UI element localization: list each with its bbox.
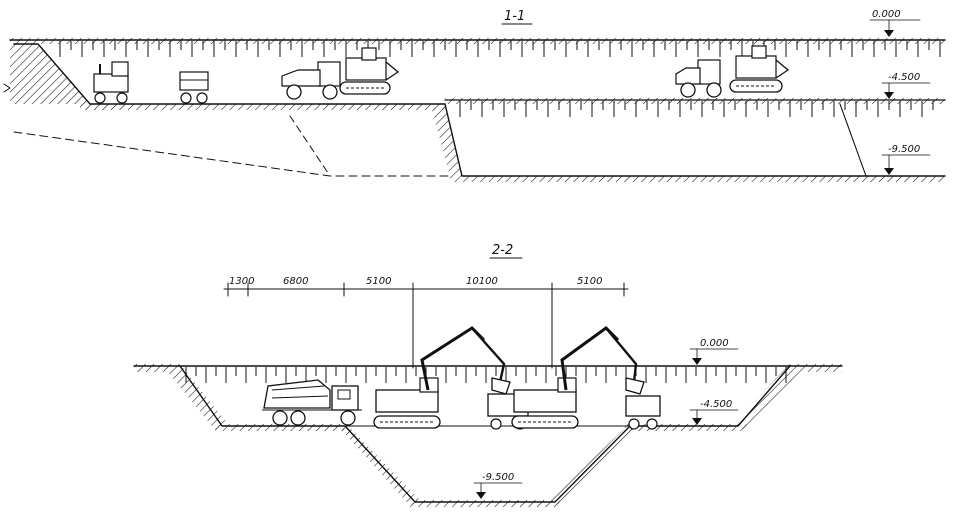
bench-1-hatch: [80, 104, 445, 110]
future-profile-dashed: [13, 131, 451, 177]
elevation-marker-icon: [692, 358, 702, 365]
left-upper-slope-hatch: [134, 364, 228, 430]
dim-6800: 6800: [283, 276, 308, 287]
upper-floor-ticks: [459, 101, 934, 117]
elevation-minus-9-500: -9.500: [881, 144, 931, 175]
upper-floor-hatch: [445, 98, 945, 104]
crawler-loader-icon: [625, 395, 661, 430]
elevation-0-000-s2: 0.000: [689, 338, 739, 365]
excavator-icon: [93, 61, 129, 104]
dump-truck-icon: [675, 59, 722, 98]
dim-5100-b: 5100: [577, 276, 602, 287]
elevation-minus-4-500-s2: -4.500: [689, 399, 739, 425]
crawler-loader-icon: [179, 71, 209, 104]
dim-5100-a: 5100: [366, 276, 391, 287]
bottom-floor-hatch: [450, 176, 945, 182]
section-2-title: 2-2: [492, 243, 513, 258]
elevation-minus-4-500: -4.500: [881, 72, 931, 99]
svg-text:-4.500: -4.500: [700, 399, 732, 410]
section-1-1: 1-1 0.000 -4.500: [3, 9, 946, 182]
left-slope-hatch: [10, 44, 90, 104]
excavation-profile-2: [444, 103, 946, 177]
dim-1300: 1300: [229, 276, 254, 287]
dump-truck-icon: [281, 61, 341, 100]
dashed-slope: [289, 115, 331, 177]
right-bench-hatch: [625, 424, 747, 431]
elevation-marker-icon: [692, 418, 702, 425]
elevation-marker-icon: [884, 30, 894, 37]
section-2-2: 2-2 1300 6800 5100 10100 5100: [133, 243, 843, 507]
svg-text:0.000: 0.000: [872, 9, 901, 20]
step-slope-hatch: [432, 104, 462, 176]
excavation-profile-2-2: [179, 365, 791, 503]
svg-text:-9.500: -9.500: [888, 144, 920, 155]
left-bench-hatch: [215, 424, 345, 431]
svg-text:-4.500: -4.500: [888, 72, 920, 83]
bulldozer-icon: [729, 45, 790, 93]
pit-bottom-hatch: [410, 500, 560, 507]
excavator-icon: [511, 326, 645, 429]
elevation-marker-icon: [476, 492, 486, 499]
elevation-marker-icon: [884, 168, 894, 175]
elevation-0-000: 0.000: [869, 9, 921, 37]
right-slope-line: [839, 103, 867, 177]
right-upper-slope-hatch: [732, 364, 842, 430]
svg-text:0.000: 0.000: [700, 338, 729, 349]
break-mark-left: [3, 83, 11, 93]
bulldozer-icon: [339, 47, 400, 95]
excavation-profile-1: [13, 43, 446, 105]
svg-text:-9.500: -9.500: [482, 472, 514, 483]
dim-10100: 10100: [466, 276, 498, 287]
excavator-icon: [373, 326, 511, 429]
elevation-minus-9-500-s2: -9.500: [473, 472, 523, 499]
ground-ticks: [59, 41, 941, 57]
dump-truck-icon: [262, 379, 362, 426]
dimension-chain: 1300 6800 5100 10100 5100: [223, 276, 629, 369]
section-2-ticks: [185, 367, 787, 383]
section-1-title: 1-1: [504, 9, 525, 24]
elevation-marker-icon: [884, 92, 894, 99]
